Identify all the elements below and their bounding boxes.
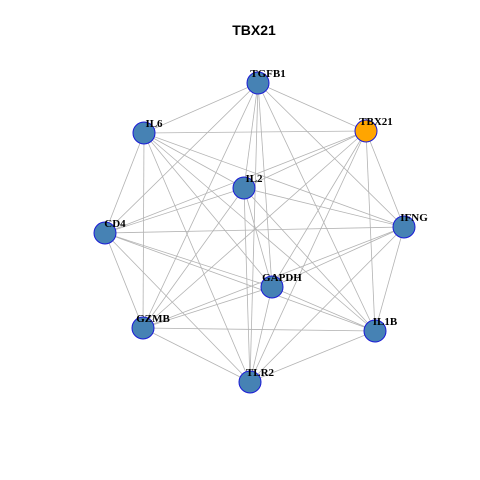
- node-tbx21: [354, 119, 378, 143]
- edge-il2-gzmb: [142, 187, 245, 329]
- edge-ifng-il1b: [374, 226, 405, 332]
- edge-il6-ifng: [143, 132, 405, 228]
- edge-tbx21-tlr2: [249, 130, 367, 383]
- edge-cd4-il1b: [104, 232, 376, 332]
- edge-il2-cd4: [104, 187, 245, 234]
- edge-tbx21-ifng: [365, 130, 405, 228]
- edge-il6-il2: [143, 132, 245, 189]
- edge-il2-tlr2: [243, 187, 251, 383]
- node-label-cd4: CD4: [104, 218, 126, 230]
- node-il1b: [363, 319, 387, 343]
- edge-il2-ifng: [243, 187, 405, 228]
- edge-il6-gapdh: [143, 132, 273, 288]
- node-label-ifng: IFNG: [400, 212, 428, 224]
- edge-il6-il1b: [143, 132, 376, 332]
- edge-tgfb1-il1b: [257, 82, 376, 332]
- node-label-gzmb: GZMB: [136, 313, 170, 325]
- edge-tbx21-il1b: [365, 130, 376, 332]
- edge-tgfb1-il2: [243, 82, 259, 189]
- node-label-tbx21: TBX21: [359, 116, 393, 128]
- node-ifng: [392, 215, 416, 239]
- node-il6: [132, 121, 156, 145]
- node-tlr2: [238, 370, 262, 394]
- node-label-tlr2: TLR2: [246, 367, 275, 379]
- edge-tgfb1-tlr2: [249, 82, 259, 383]
- node-cd4: [93, 221, 117, 245]
- edge-cd4-gzmb: [104, 232, 144, 329]
- edge-il6-tlr2: [143, 132, 251, 383]
- edge-ifng-gapdh: [271, 226, 405, 288]
- node-gapdh: [260, 275, 284, 299]
- node-gzmb: [131, 316, 155, 340]
- edge-gapdh-gzmb: [142, 286, 273, 329]
- node-label-tgfb1: TGFB1: [250, 68, 285, 80]
- edge-tbx21-il6: [143, 130, 367, 134]
- node-tgfb1: [246, 71, 270, 95]
- edge-il1b-tlr2: [249, 330, 376, 383]
- node-il2: [232, 176, 256, 200]
- edge-tgfb1-cd4: [104, 82, 259, 234]
- node-label-il2: IL2: [245, 173, 263, 185]
- edge-gzmb-tlr2: [142, 327, 251, 383]
- node-label-il1b: IL1B: [373, 316, 398, 328]
- edge-tbx21-gapdh: [271, 130, 367, 288]
- edge-il2-il1b: [243, 187, 376, 332]
- edge-tgfb1-il6: [143, 82, 259, 134]
- edge-tbx21-gzmb: [142, 130, 367, 329]
- node-layer: [93, 71, 416, 394]
- edge-ifng-tlr2: [249, 226, 405, 383]
- node-label-il6: IL6: [145, 118, 163, 130]
- edge-tgfb1-gzmb: [142, 82, 259, 329]
- edge-il2-gapdh: [243, 187, 273, 288]
- edge-ifng-cd4: [104, 226, 405, 234]
- node-label-gapdh: GAPDH: [262, 272, 302, 284]
- edge-gapdh-il1b: [271, 286, 376, 332]
- edge-gzmb-il1b: [142, 327, 376, 332]
- edge-tgfb1-gapdh: [257, 82, 273, 288]
- edge-cd4-gapdh: [104, 232, 273, 288]
- edge-tbx21-il2: [243, 130, 367, 189]
- edge-tgfb1-ifng: [257, 82, 405, 228]
- diagram-title: TBX21: [232, 22, 276, 38]
- edge-cd4-tlr2: [104, 232, 251, 383]
- edge-il6-cd4: [104, 132, 145, 234]
- edge-tgfb1-tbx21: [257, 82, 367, 132]
- edge-il6-gzmb: [142, 132, 145, 329]
- edge-gapdh-tlr2: [249, 286, 273, 383]
